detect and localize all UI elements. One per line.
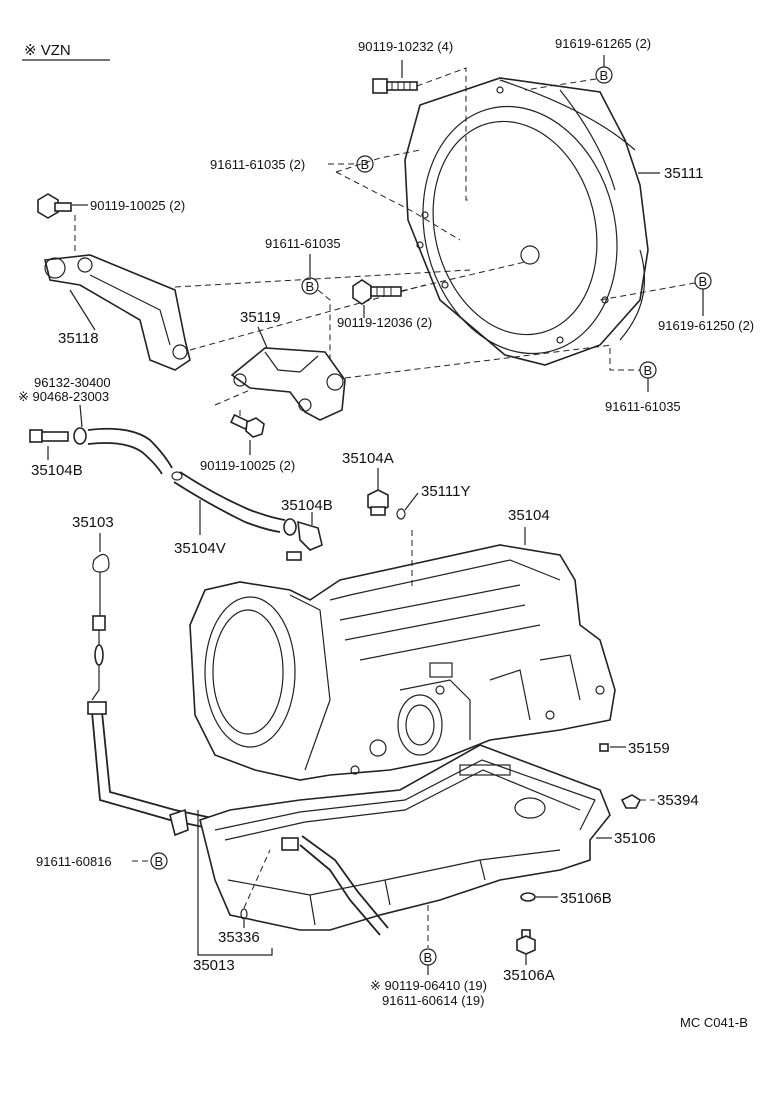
bolt-90119-12036-icon xyxy=(352,279,402,305)
b-circle-icon: B xyxy=(150,852,168,870)
label-90468-23003: ※ 90468-23003 xyxy=(18,389,109,404)
label-35159: 35159 xyxy=(628,740,670,757)
label-91611-60614: 91611-60614 (19) xyxy=(382,993,484,1008)
b-circle-icon: B xyxy=(356,155,374,173)
b-circle-icon: B xyxy=(639,361,657,379)
strainer-35394-icon xyxy=(620,794,642,809)
label-35106b: 35106B xyxy=(560,890,612,907)
label-35103: 35103 xyxy=(72,514,114,531)
label-90119-10232: 90119-10232 (4) xyxy=(358,39,453,54)
bracket-35119-drawing xyxy=(230,347,346,421)
label-35104b-right: 35104B xyxy=(281,497,333,514)
svg-text:B: B xyxy=(424,950,433,965)
clip-91611-60816-icon xyxy=(169,808,189,837)
svg-text:B: B xyxy=(155,854,164,869)
label-35119: 35119 xyxy=(240,309,281,326)
label-91611-61035-2: 91611-61035 (2) xyxy=(210,157,305,172)
footer-code: MC C041-B xyxy=(680,1015,748,1030)
label-35106: 35106 xyxy=(614,830,656,847)
label-35104: 35104 xyxy=(508,507,550,524)
label-90119-12036: 90119-12036 (2) xyxy=(337,315,432,330)
bell-housing-drawing xyxy=(404,77,649,366)
svg-text:B: B xyxy=(361,157,370,172)
label-35336: 35336 xyxy=(218,929,260,946)
label-96132-30400: 96132-30400 xyxy=(34,375,111,390)
label-35118: 35118 xyxy=(58,330,99,347)
magnet-35159-icon xyxy=(599,743,609,752)
gasket-35111y-icon xyxy=(396,508,406,520)
b-circle-icon: B xyxy=(301,277,319,295)
label-35111: 35111 xyxy=(664,165,704,182)
label-35104b-left: 35104B xyxy=(31,462,83,479)
label-35111y: 35111Y xyxy=(421,483,471,500)
label-35104a: 35104A xyxy=(342,450,394,467)
oil-pan-35106-drawing xyxy=(199,744,611,931)
svg-text:B: B xyxy=(306,279,315,294)
gasket-35106b-icon xyxy=(520,892,536,902)
transmission-case-35104-drawing xyxy=(189,544,616,781)
plug-35104a-icon xyxy=(367,489,389,516)
label-90119-06410: ※ 90119-06410 (19) xyxy=(370,978,487,993)
union-35104b-right-icon xyxy=(283,518,323,561)
bolt-90119-10232-icon xyxy=(372,78,418,94)
label-91619-61265: 91619-61265 (2) xyxy=(555,36,651,51)
union-35104b-left-icon xyxy=(29,427,87,445)
svg-text:B: B xyxy=(699,274,708,289)
b-circle-icon: B xyxy=(595,66,613,84)
label-91611-60816: 91611-60816 xyxy=(36,854,112,869)
bracket-35118-drawing xyxy=(44,254,191,371)
label-35106a: 35106A xyxy=(503,967,555,984)
svg-text:B: B xyxy=(644,363,653,378)
breather-hose-35104v-drawing xyxy=(87,427,286,533)
label-35104v: 35104V xyxy=(174,540,226,557)
variant-note: ※ VZN xyxy=(24,42,71,59)
label-90119-10025-top: 90119-10025 (2) xyxy=(90,198,185,213)
label-91619-61250: 91619-61250 (2) xyxy=(658,318,754,333)
label-91611-61035-mid: 91611-61035 xyxy=(265,236,341,251)
label-35394: 35394 xyxy=(657,792,699,809)
bolt-90119-10025-low-icon xyxy=(229,413,265,438)
label-91611-61035-low: 91611-61035 xyxy=(605,399,681,414)
b-circle-icon: B xyxy=(694,272,712,290)
label-90119-10025-low: 90119-10025 (2) xyxy=(200,458,295,473)
svg-text:B: B xyxy=(600,68,609,83)
bolt-90119-10025-top-icon xyxy=(37,193,72,219)
drain-plug-35106a-icon xyxy=(516,929,536,955)
label-35013: 35013 xyxy=(193,957,235,974)
b-circle-icon: B xyxy=(419,948,437,966)
clamp-35336-icon xyxy=(240,908,248,920)
